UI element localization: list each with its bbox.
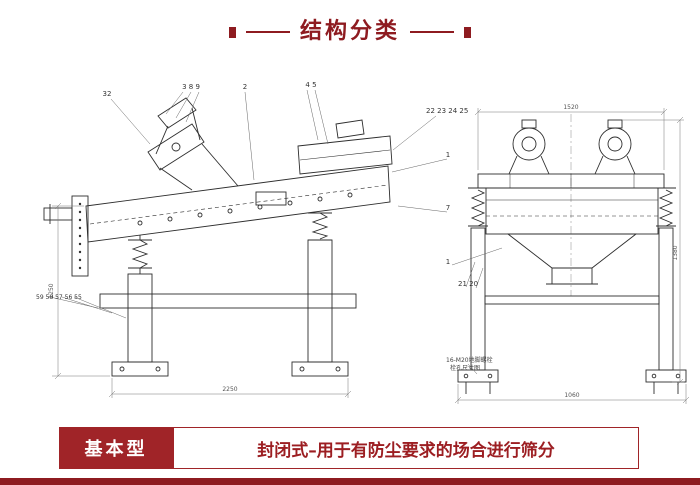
- assembly-drawing: 32 3 8 9 2 4 5 22 23 24 25 1 7 1 21 20 5…: [36, 81, 690, 404]
- dimension-numbers: 2250 1250 1520 1060 1380: [48, 104, 679, 399]
- dim-left-height: 1250: [48, 283, 55, 298]
- callout-21-20: 21 20: [458, 280, 478, 288]
- dim-right-bottom: 1060: [564, 392, 579, 399]
- type-label: 基本型: [59, 427, 173, 469]
- end-view-drawing: [457, 114, 687, 394]
- callout-59-55: 59 58 57 56 55: [36, 294, 82, 301]
- header-right-square: [464, 26, 471, 38]
- header-right-rule: [410, 31, 454, 33]
- callout-32: 32: [103, 90, 112, 98]
- callout-leaders: [49, 89, 503, 375]
- page-title: 结构分类: [299, 19, 400, 44]
- dim-left-bottom: 2250: [222, 386, 237, 393]
- callout-1-upper: 1: [446, 151, 450, 159]
- callout-7: 7: [446, 204, 450, 212]
- side-view-drawing: [43, 97, 393, 377]
- callout-numbers: 32 3 8 9 2 4 5 22 23 24 25 1 7 1 21 20 5…: [36, 81, 478, 301]
- anchor-bolt-note: 16-M20地脚螺栓: [446, 356, 493, 364]
- callout-4-5: 4 5: [305, 81, 316, 89]
- callout-2: 2: [243, 83, 247, 91]
- callout-1-lower: 1: [446, 258, 450, 266]
- end-plate-bolts: [78, 202, 82, 270]
- bottom-accent-strip: [0, 478, 700, 485]
- technical-drawing: 32 3 8 9 2 4 5 22 23 24 25 1 7 1 21 20 5…: [0, 56, 700, 420]
- callout-22-25: 22 23 24 25: [426, 107, 468, 115]
- header-left-rule: [245, 31, 290, 33]
- dimension-lines: [52, 108, 690, 404]
- page-header: 结构分类: [0, 14, 700, 50]
- type-description: 封闭式–用于有防尘要求的场合进行筛分: [173, 427, 639, 469]
- bolt-hole-note: 栓孔尺寸图: [450, 364, 480, 372]
- dim-right-height: 1380: [672, 245, 679, 260]
- dim-right-top: 1520: [563, 104, 578, 111]
- type-banner: 基本型 封闭式–用于有防尘要求的场合进行筛分: [59, 427, 639, 469]
- drawing-notes: 16-M20地脚螺栓 栓孔尺寸图: [446, 356, 493, 372]
- header-left-square: [228, 26, 236, 38]
- callout-3-8-9: 3 8 9: [182, 83, 200, 91]
